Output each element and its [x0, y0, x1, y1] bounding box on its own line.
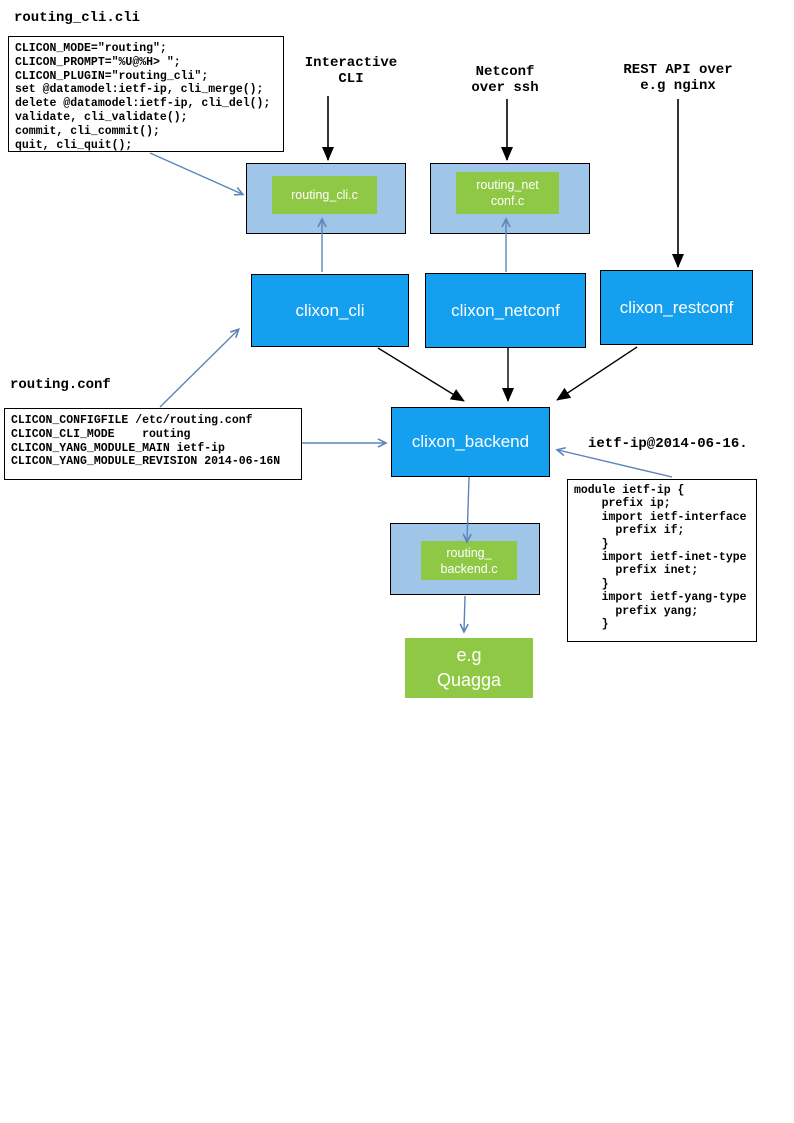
interactive-cli-label: Interactive CLI [304, 55, 398, 87]
conf-file-code: CLICON_CONFIGFILE /etc/routing.conf CLIC… [4, 408, 302, 480]
arrow-yang-file-to-backend [555, 446, 673, 478]
arrow-cli-file-to-cli-plugin-box [149, 152, 245, 196]
clixon-restconf-box: clixon_restconf [600, 270, 753, 345]
rest-api-label: REST API over e.g nginx [623, 62, 733, 94]
conf-file-title: routing.conf [10, 377, 111, 393]
routing-backend-c-box: routing_ backend.c [421, 541, 517, 580]
arrow-restconf-to-backend [556, 346, 638, 401]
cli-file-code: CLICON_MODE="routing"; CLICON_PROMPT="%U… [8, 36, 284, 152]
yang-file-label: ietf-ip@2014-06-16. [588, 436, 748, 452]
clixon-netconf-box: clixon_netconf [425, 273, 586, 348]
netconf-over-ssh-label: Netconf over ssh [471, 64, 539, 96]
arrow-conf-file-to-clixon-cli [159, 328, 240, 408]
arrow-cli-to-backend [377, 347, 465, 402]
clixon-cli-box: clixon_cli [251, 274, 409, 347]
quagga-box: e.g Quagga [405, 638, 533, 698]
arrow-backend-plugin-to-quagga [459, 595, 469, 634]
routing-netconf-c-box: routing_net conf.c [456, 172, 559, 214]
yang-file-code: module ietf-ip { prefix ip; import ietf-… [567, 479, 757, 642]
clixon-backend-box: clixon_backend [391, 407, 550, 477]
routing-cli-c-box: routing_cli.c [272, 176, 377, 214]
cli-file-title: routing_cli.cli [14, 10, 141, 26]
